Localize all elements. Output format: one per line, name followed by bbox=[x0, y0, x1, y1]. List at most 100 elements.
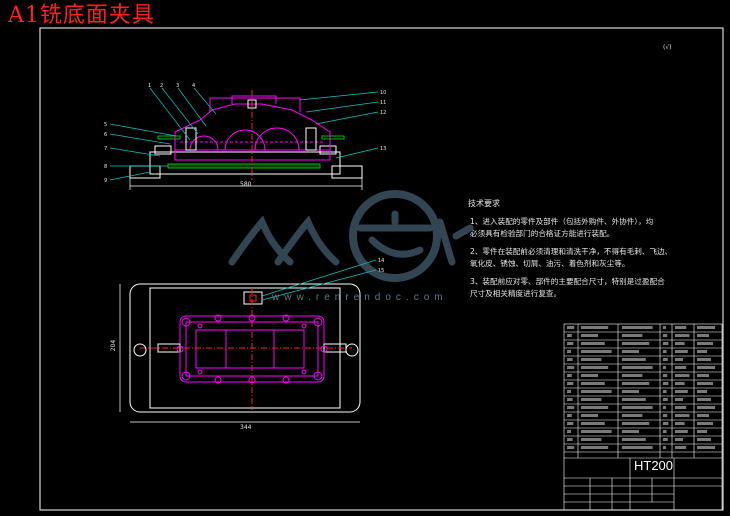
front-view bbox=[129, 90, 363, 190]
parts-list-cell-mark bbox=[581, 350, 612, 353]
parts-list-cell-mark bbox=[675, 414, 690, 417]
parts-list-cell-mark bbox=[622, 406, 653, 409]
parts-list-cell-mark bbox=[567, 382, 574, 385]
parts-list-cell-mark bbox=[622, 438, 646, 441]
parts-list-cell-mark bbox=[663, 342, 669, 345]
parts-list-cell-mark bbox=[675, 422, 685, 425]
parts-list-cell-mark bbox=[622, 422, 650, 425]
parts-list-cell-mark bbox=[663, 390, 667, 393]
parts-list-cell-mark bbox=[663, 382, 669, 385]
parts-list-cell-mark bbox=[663, 446, 666, 449]
parts-list-cell-mark bbox=[581, 374, 598, 377]
parts-list-cell-mark bbox=[622, 390, 639, 393]
parts-list-cell-mark bbox=[697, 430, 707, 433]
parts-list-cell-mark bbox=[675, 398, 683, 401]
plan-height-dimension: 204 bbox=[110, 339, 118, 352]
parts-list-cell-mark bbox=[622, 430, 639, 433]
parts-list-cell-mark bbox=[567, 398, 573, 401]
svg-text:2: 2 bbox=[160, 83, 163, 89]
plan-bolts bbox=[176, 314, 328, 384]
parts-list-cell-mark bbox=[622, 446, 653, 449]
svg-text:15: 15 bbox=[378, 268, 384, 274]
parts-list-cell-mark bbox=[675, 390, 688, 393]
parts-list-cell-mark bbox=[567, 374, 572, 377]
parts-list-cell-mark bbox=[581, 390, 612, 393]
parts-list-cell-mark bbox=[622, 366, 653, 369]
parts-list-cell-mark bbox=[663, 398, 668, 401]
tech-requirements-heading: 技术要求 bbox=[468, 199, 500, 208]
tech-requirement-line: 3、装配前应对零、部件的主要配合尺寸，特别是过盈配合 bbox=[470, 277, 665, 286]
svg-text:12: 12 bbox=[380, 110, 386, 116]
front-leaders bbox=[109, 87, 379, 181]
parts-list-cell-mark bbox=[663, 326, 666, 329]
parts-list-cell-mark bbox=[697, 406, 715, 409]
parts-list-cell-mark bbox=[697, 350, 707, 353]
svg-text:11: 11 bbox=[380, 100, 386, 106]
parts-list-cell-mark bbox=[581, 358, 602, 361]
parts-list-cell-mark bbox=[567, 430, 571, 433]
parts-list-cell-mark bbox=[675, 446, 687, 449]
parts-list-cell-mark bbox=[567, 350, 571, 353]
parts-list-cell-mark bbox=[675, 366, 687, 369]
parts-list-cell-mark bbox=[622, 382, 650, 385]
parts-list-cell-mark bbox=[622, 334, 643, 337]
parts-list-cell-mark bbox=[567, 446, 575, 449]
parts-list-cell-mark bbox=[697, 334, 709, 337]
parts-list-cell-mark bbox=[581, 342, 605, 345]
parts-list-cell-mark bbox=[581, 366, 609, 369]
material-label: HT200 bbox=[634, 458, 674, 473]
parts-list-cell-mark bbox=[567, 358, 573, 361]
svg-text:3: 3 bbox=[176, 83, 179, 89]
parts-rows bbox=[564, 326, 722, 453]
parts-list-cell-mark bbox=[663, 414, 668, 417]
svg-text:9: 9 bbox=[104, 178, 107, 184]
parts-list bbox=[563, 323, 723, 511]
parts-list-cell-mark bbox=[581, 438, 602, 441]
parts-list-cell-mark bbox=[663, 406, 666, 409]
parts-list-cell-mark bbox=[697, 446, 715, 449]
svg-text:10: 10 bbox=[380, 90, 386, 96]
svg-text:4: 4 bbox=[192, 83, 195, 89]
parts-list-cell-mark bbox=[622, 326, 653, 329]
parts-list-cell-mark bbox=[567, 422, 574, 425]
svg-text:14: 14 bbox=[378, 258, 384, 264]
plan-view bbox=[119, 283, 361, 423]
watermark-text: www.renrendoc.com bbox=[272, 292, 448, 303]
svg-text:8: 8 bbox=[104, 164, 107, 170]
sheet-border bbox=[39, 27, 724, 511]
parts-list-cell-mark bbox=[675, 382, 685, 385]
plan-leaders bbox=[261, 259, 377, 301]
parts-list-cell-mark bbox=[663, 430, 667, 433]
watermark-logo bbox=[228, 190, 474, 282]
parts-list-cell-mark bbox=[567, 414, 572, 417]
svg-text:7: 7 bbox=[104, 146, 107, 152]
svg-text:6: 6 bbox=[104, 132, 107, 138]
parts-list-cell-mark bbox=[567, 366, 575, 369]
parts-list-cell-mark bbox=[675, 358, 683, 361]
parts-list-cell-mark bbox=[675, 430, 688, 433]
parts-list-cell-mark bbox=[663, 422, 669, 425]
parts-list-cell-mark bbox=[581, 398, 602, 401]
parts-list-cell-mark bbox=[675, 406, 687, 409]
parts-list-cell-mark bbox=[622, 398, 646, 401]
parts-list-cell-mark bbox=[697, 342, 713, 345]
tech-requirement-line: 1、进入装配的零件及部件（包括外购件、外协件），均 bbox=[470, 217, 654, 226]
parts-list-cell-mark bbox=[697, 382, 713, 385]
svg-text:1: 1 bbox=[148, 83, 151, 89]
tech-requirement-line: 必须具有检验部门的合格证方能进行装配。 bbox=[470, 229, 615, 238]
parts-list-cell-mark bbox=[697, 358, 711, 361]
parts-list-cell-mark bbox=[675, 374, 690, 377]
tech-requirement-line: 氧化皮、锈蚀、切屑、油污、着色剂和灰尘等。 bbox=[470, 259, 630, 268]
parts-list-cell-mark bbox=[697, 366, 715, 369]
parts-list-cell-mark bbox=[697, 374, 709, 377]
tech-requirement-line: 尺寸及相关精度进行复查。 bbox=[470, 289, 562, 298]
parts-list-cell-mark bbox=[697, 438, 711, 441]
front-width-dimension: 580 bbox=[240, 181, 252, 188]
parts-list-cell-mark bbox=[675, 334, 690, 337]
scale-note: (√) bbox=[663, 44, 672, 51]
parts-list-cell-mark bbox=[581, 382, 605, 385]
parts-list-cell-mark bbox=[567, 390, 571, 393]
parts-list-cell-mark bbox=[697, 414, 709, 417]
